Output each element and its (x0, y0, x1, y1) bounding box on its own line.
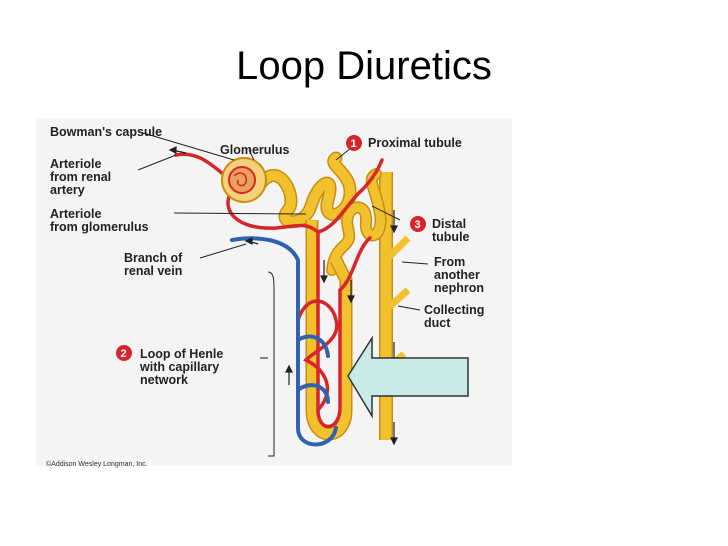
label-collecting-line1: Collecting (424, 303, 484, 317)
label-collecting-line2: duct (424, 316, 451, 330)
badge-distal-number: 3 (415, 219, 421, 231)
loop-of-henle-tubule (305, 220, 353, 441)
label-proximal-tubule: Proximal tubule (368, 136, 462, 150)
proximal-tubule (255, 151, 357, 229)
label-distal-line2: tubule (432, 230, 470, 244)
label-arteriole-renal-line3: artery (50, 183, 85, 197)
label-arteriole-glom-line1: Arteriole (50, 207, 101, 221)
badge-loop-number: 2 (121, 348, 127, 360)
venous-network (230, 236, 338, 447)
label-loop-line3: network (140, 373, 188, 387)
glomerulus-capsule (221, 157, 267, 203)
label-branch-line2: renal vein (124, 264, 182, 278)
leader-lines (137, 131, 429, 457)
distal-tubule (326, 168, 387, 276)
nephron-diagram: Bowman's capsule Glomerulus 1 Proximal t… (36, 118, 512, 468)
label-distal-line1: Distal (432, 217, 466, 231)
label-bowmans-capsule: Bowman's capsule (50, 125, 162, 139)
label-another-line2: another (434, 268, 480, 282)
label-glomerulus: Glomerulus (220, 143, 290, 157)
slide-title: Loop Diuretics (236, 44, 492, 88)
label-arteriole-renal-line1: Arteriole (50, 157, 101, 171)
highlight-arrow (347, 335, 469, 419)
label-arteriole-glom-line2: from glomerulus (50, 220, 149, 234)
label-another-line1: From (434, 255, 465, 269)
badge-distal (410, 216, 426, 232)
badge-loop (116, 345, 132, 361)
label-branch-line1: Branch of (124, 251, 183, 265)
label-loop-line1: Loop of Henle (140, 347, 223, 361)
label-another-line3: nephron (434, 281, 484, 295)
label-arteriole-renal-line2: from renal (50, 170, 111, 184)
label-loop-line2: with capillary (139, 360, 219, 374)
copyright-text: ©Addison Wesley Longman, Inc. (46, 460, 148, 468)
badge-proximal-number: 1 (351, 138, 357, 150)
badge-proximal (346, 135, 362, 151)
